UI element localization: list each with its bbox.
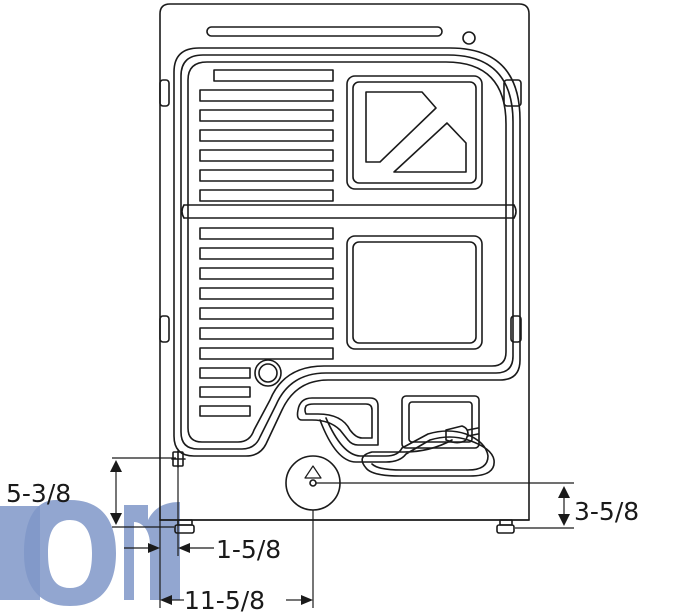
- terminal-box: [401, 395, 480, 449]
- exhaust-panel: [346, 75, 483, 190]
- access-panel: [346, 235, 483, 350]
- side-tab-left-bottom: [159, 315, 170, 343]
- round-port: [254, 359, 282, 387]
- foot-right: [496, 519, 515, 534]
- dim-label-left-offset: 1-5/8: [216, 535, 281, 564]
- power-cord: [319, 419, 495, 477]
- cabinet-outline: [159, 3, 530, 521]
- side-tab-right-bottom: [510, 315, 522, 343]
- plug-icon: [445, 425, 479, 444]
- dim-label-right-height: 3-5/8: [574, 497, 639, 526]
- dim-label-left-height: 5-3/8: [6, 479, 71, 508]
- arrowheads: [110, 460, 570, 605]
- outlet-center-point: [309, 479, 317, 487]
- lower-louvers: [199, 227, 334, 417]
- screw-hole: [462, 31, 476, 45]
- side-tab-left-top: [159, 79, 170, 107]
- cord-bracket: [296, 397, 379, 446]
- back-panel-emboss: [173, 47, 521, 457]
- outlet-marker-icon: [304, 465, 322, 479]
- dim-label-center-offset: 11-5/8: [184, 586, 265, 615]
- watermark: [0, 500, 180, 606]
- gas-connector-icon: [171, 450, 186, 468]
- top-vent-slot: [206, 26, 443, 37]
- upper-louvers: [199, 69, 334, 202]
